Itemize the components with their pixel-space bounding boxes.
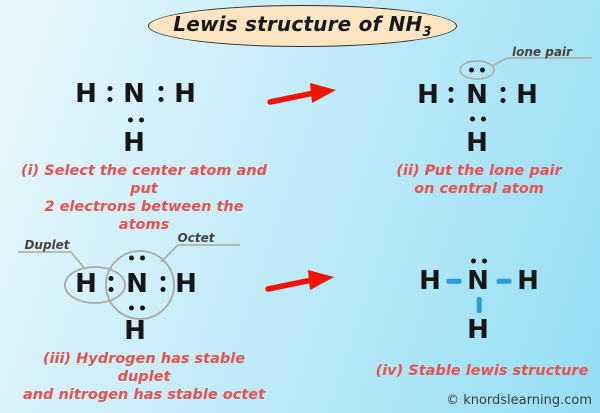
page-title: Lewis structure of NH3 bbox=[173, 12, 431, 40]
atom-nitrogen: N bbox=[466, 80, 488, 110]
duplet-pointer-line bbox=[18, 251, 86, 270]
bonding-pair-dots bbox=[107, 86, 113, 102]
caption-step1-line2: 2 electrons between the atoms bbox=[44, 199, 244, 233]
octet-pointer-line bbox=[160, 244, 240, 263]
atom-hydrogen: H bbox=[175, 269, 197, 299]
lone-pair-label: lone pair bbox=[512, 45, 572, 59]
bonding-pair-dots bbox=[129, 305, 145, 311]
atom-hydrogen: H bbox=[466, 128, 488, 158]
atom-hydrogen: H bbox=[123, 128, 145, 158]
caption-step1: (i) Select the center atom and put 2 ele… bbox=[18, 162, 270, 234]
lone-pair-dots bbox=[129, 255, 145, 261]
atom-hydrogen: H bbox=[467, 315, 489, 345]
atom-hydrogen: H bbox=[124, 316, 146, 346]
bond-left bbox=[446, 278, 462, 284]
caption-step4-line1: (iv) Stable lewis structure bbox=[375, 363, 589, 379]
atom-hydrogen: H bbox=[516, 80, 538, 110]
bonding-pair-dots bbox=[158, 86, 164, 102]
bond-right bbox=[496, 278, 512, 284]
atom-hydrogen: H bbox=[417, 80, 439, 110]
atom-nitrogen: N bbox=[126, 269, 148, 299]
atom-hydrogen: H bbox=[75, 79, 97, 109]
atom-hydrogen: H bbox=[419, 266, 441, 296]
bonding-pair-dots bbox=[470, 116, 486, 122]
caption-step2-line1: (ii) Put the lone pair bbox=[396, 163, 562, 179]
caption-step2: (ii) Put the lone pair on central atom bbox=[369, 162, 589, 198]
atom-hydrogen: H bbox=[517, 266, 539, 296]
arrow-step3-to-step4-icon bbox=[265, 270, 334, 292]
lone-pair-dots bbox=[469, 67, 485, 73]
bonding-pair-dots bbox=[500, 87, 506, 103]
bonding-pair-dots bbox=[108, 276, 114, 292]
bonding-pair-dots bbox=[128, 117, 144, 123]
octet-label: Octet bbox=[177, 231, 215, 245]
atom-nitrogen: N bbox=[123, 79, 145, 109]
atom-nitrogen: N bbox=[467, 266, 489, 296]
bonding-pair-dots bbox=[160, 276, 166, 292]
page-title-subscript: 3 bbox=[422, 25, 432, 40]
lone-pair-dots bbox=[471, 258, 487, 264]
caption-step2-line2: on central atom bbox=[414, 181, 544, 197]
caption-step3: (iii) Hydrogen has stable duplet and nit… bbox=[18, 350, 270, 404]
caption-step3-line1: (iii) Hydrogen has stable duplet bbox=[42, 351, 246, 385]
copyright-footer: © knordslearning.com bbox=[446, 393, 592, 408]
caption-step1-line1: (i) Select the center atom and put bbox=[20, 163, 268, 197]
duplet-label: Duplet bbox=[24, 238, 70, 252]
atom-hydrogen: H bbox=[174, 79, 196, 109]
lone-pair-pointer-line bbox=[491, 57, 592, 67]
caption-step4: (iv) Stable lewis structure bbox=[369, 362, 595, 380]
page-title-text: Lewis structure of NH bbox=[173, 12, 423, 36]
arrow-step1-to-step2-icon bbox=[267, 83, 336, 105]
atom-hydrogen: H bbox=[75, 269, 97, 299]
caption-step3-line2: and nitrogen has stable octet bbox=[22, 387, 266, 403]
bond-bottom bbox=[476, 297, 482, 313]
bonding-pair-dots bbox=[448, 87, 454, 103]
title-banner: Lewis structure of NH3 bbox=[148, 5, 457, 47]
